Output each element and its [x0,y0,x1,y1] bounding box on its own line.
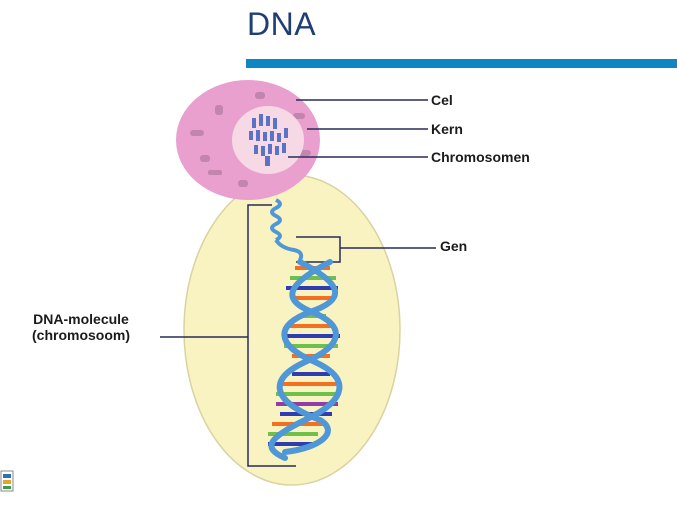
label-dna-molecule: DNA-molecule (chromosoom) [6,311,156,343]
label-kern: Kern [431,121,463,137]
zoom-ellipse [184,175,400,485]
label-dna-line2: (chromosoom) [6,327,156,343]
label-chromosomen: Chromosomen [431,149,530,165]
label-dna-line1: DNA-molecule [6,311,156,327]
logo-icon [0,470,14,492]
label-cel: Cel [431,92,453,108]
label-gen: Gen [440,238,467,254]
